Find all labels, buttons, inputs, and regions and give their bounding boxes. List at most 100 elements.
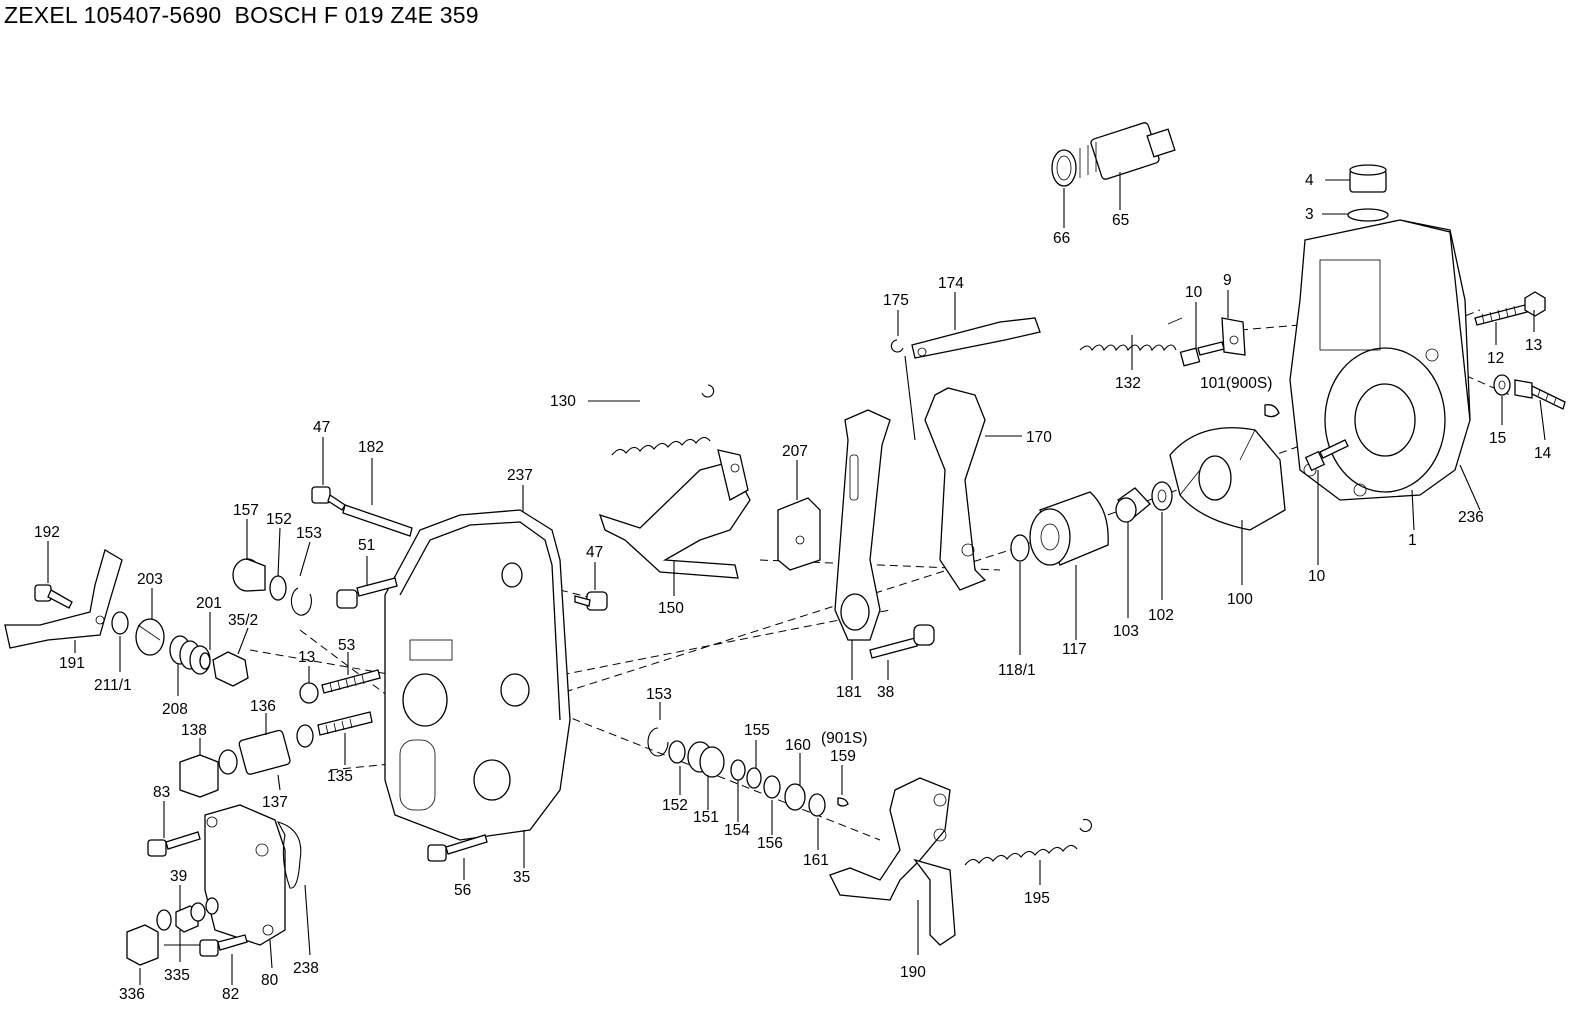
part-130-spring — [611, 384, 715, 456]
part-47-screw-right — [574, 591, 608, 611]
part-103-sleeve — [1115, 487, 1151, 523]
label-1: 1 — [1408, 532, 1417, 549]
label-14: 14 — [1534, 445, 1552, 462]
label-3: 3 — [1305, 206, 1314, 223]
label-65: 65 — [1112, 212, 1129, 229]
label-82: 82 — [222, 986, 239, 1003]
label-207: 207 — [782, 443, 808, 460]
label-237: 237 — [507, 467, 533, 484]
label-35-2: 35/2 — [228, 612, 258, 629]
part-82-bolt — [199, 934, 248, 957]
part-192-bolt — [34, 584, 73, 609]
label-236: 236 — [1458, 509, 1484, 526]
label-132: 132 — [1115, 375, 1141, 392]
label-154: 154 — [724, 822, 750, 839]
part-56-bolt — [427, 834, 488, 862]
label-137: 137 — [262, 794, 288, 811]
part-161-washer — [808, 793, 826, 817]
label-135: 135 — [327, 768, 353, 785]
label-102: 102 — [1148, 607, 1174, 624]
part-132-spring — [1079, 317, 1183, 352]
part-153-snap-ring — [290, 587, 312, 616]
label-103: 103 — [1113, 623, 1139, 640]
label-192: 192 — [34, 524, 60, 541]
part-135-spring-screw — [296, 711, 373, 748]
part-3-o-ring — [1347, 208, 1389, 222]
part-160-bush — [784, 783, 806, 811]
label-12: 12 — [1487, 350, 1504, 367]
part-66-seal — [1051, 149, 1077, 187]
label-195: 195 — [1024, 890, 1050, 907]
part-101-key — [1264, 404, 1280, 418]
part-211-1-washer — [111, 611, 129, 635]
label-190: 190 — [900, 964, 926, 981]
part-80-plate — [204, 804, 286, 946]
label-130: 130 — [550, 393, 576, 410]
label-150: 150 — [658, 600, 684, 617]
part-138-cap — [179, 754, 219, 798]
label-203: 203 — [137, 571, 163, 588]
part-190-lever — [829, 777, 956, 946]
part-labels: 66 65 4 3 175 174 9 10 12 13 132 101(900… — [34, 172, 1552, 1003]
part-51-bolt — [336, 577, 398, 609]
part-13-nut-left — [299, 682, 319, 704]
label-117: 117 — [1062, 641, 1087, 658]
label-238: 238 — [293, 960, 319, 977]
part-12-stud — [1474, 304, 1528, 326]
part-335-washer — [156, 897, 219, 931]
part-38-bolt — [869, 624, 935, 659]
label-66: 66 — [1053, 230, 1070, 247]
label-201: 201 — [196, 595, 222, 612]
label-138: 138 — [181, 722, 207, 739]
part-170-lever — [924, 387, 987, 591]
part-175-clip — [890, 339, 904, 353]
label-211-1: 211/1 — [94, 677, 132, 694]
part-137-washer — [218, 749, 238, 775]
part-35-2-nut — [212, 651, 249, 687]
label-80: 80 — [261, 972, 279, 989]
label-9: 9 — [1223, 272, 1232, 289]
part-9-bracket — [1221, 317, 1246, 356]
part-195-spring — [964, 818, 1092, 866]
label-136: 136 — [250, 698, 276, 715]
leader-lines — [47, 172, 1546, 985]
label-100: 100 — [1227, 591, 1253, 608]
part-201-ring — [199, 652, 211, 670]
part-203-cup — [135, 618, 165, 656]
part-207-block — [777, 497, 821, 571]
label-83: 83 — [153, 784, 170, 801]
part-152-o-ring-right — [668, 740, 686, 764]
part-159-key — [837, 797, 849, 807]
part-102-washer — [1151, 481, 1173, 511]
label-170: 170 — [1026, 429, 1052, 446]
part-10-bolt-lower — [1304, 439, 1349, 472]
part-155-washer — [730, 759, 746, 781]
governor-housing-icon — [1289, 219, 1471, 501]
label-335: 335 — [164, 967, 190, 984]
label-47-top: 47 — [313, 419, 330, 436]
label-157: 157 — [233, 502, 259, 519]
part-150-lever — [598, 449, 751, 579]
part-238-gasket — [276, 821, 302, 889]
label-53: 53 — [338, 637, 355, 654]
part-15-washer — [1493, 374, 1511, 396]
part-83-bolt — [147, 831, 201, 857]
label-181: 181 — [836, 684, 862, 701]
label-15: 15 — [1489, 430, 1506, 447]
label-191: 191 — [59, 655, 85, 672]
label-155: 155 — [744, 722, 770, 739]
part-156-washer — [763, 775, 781, 799]
part-47-screw-top — [311, 486, 346, 511]
label-159: 159 — [830, 748, 856, 765]
label-118-1: 118/1 — [998, 662, 1036, 679]
label-175: 175 — [883, 292, 909, 309]
part-174-link — [911, 317, 1041, 359]
part-152-o-ring — [269, 575, 287, 601]
part-53-stud — [321, 669, 381, 694]
label-153-right: 153 — [646, 686, 672, 703]
label-174: 174 — [938, 275, 964, 292]
label-152-top: 152 — [266, 511, 292, 528]
label-39: 39 — [170, 868, 187, 885]
page-title: ZEXEL 105407-5690 BOSCH F 019 Z4E 359 — [4, 2, 479, 28]
